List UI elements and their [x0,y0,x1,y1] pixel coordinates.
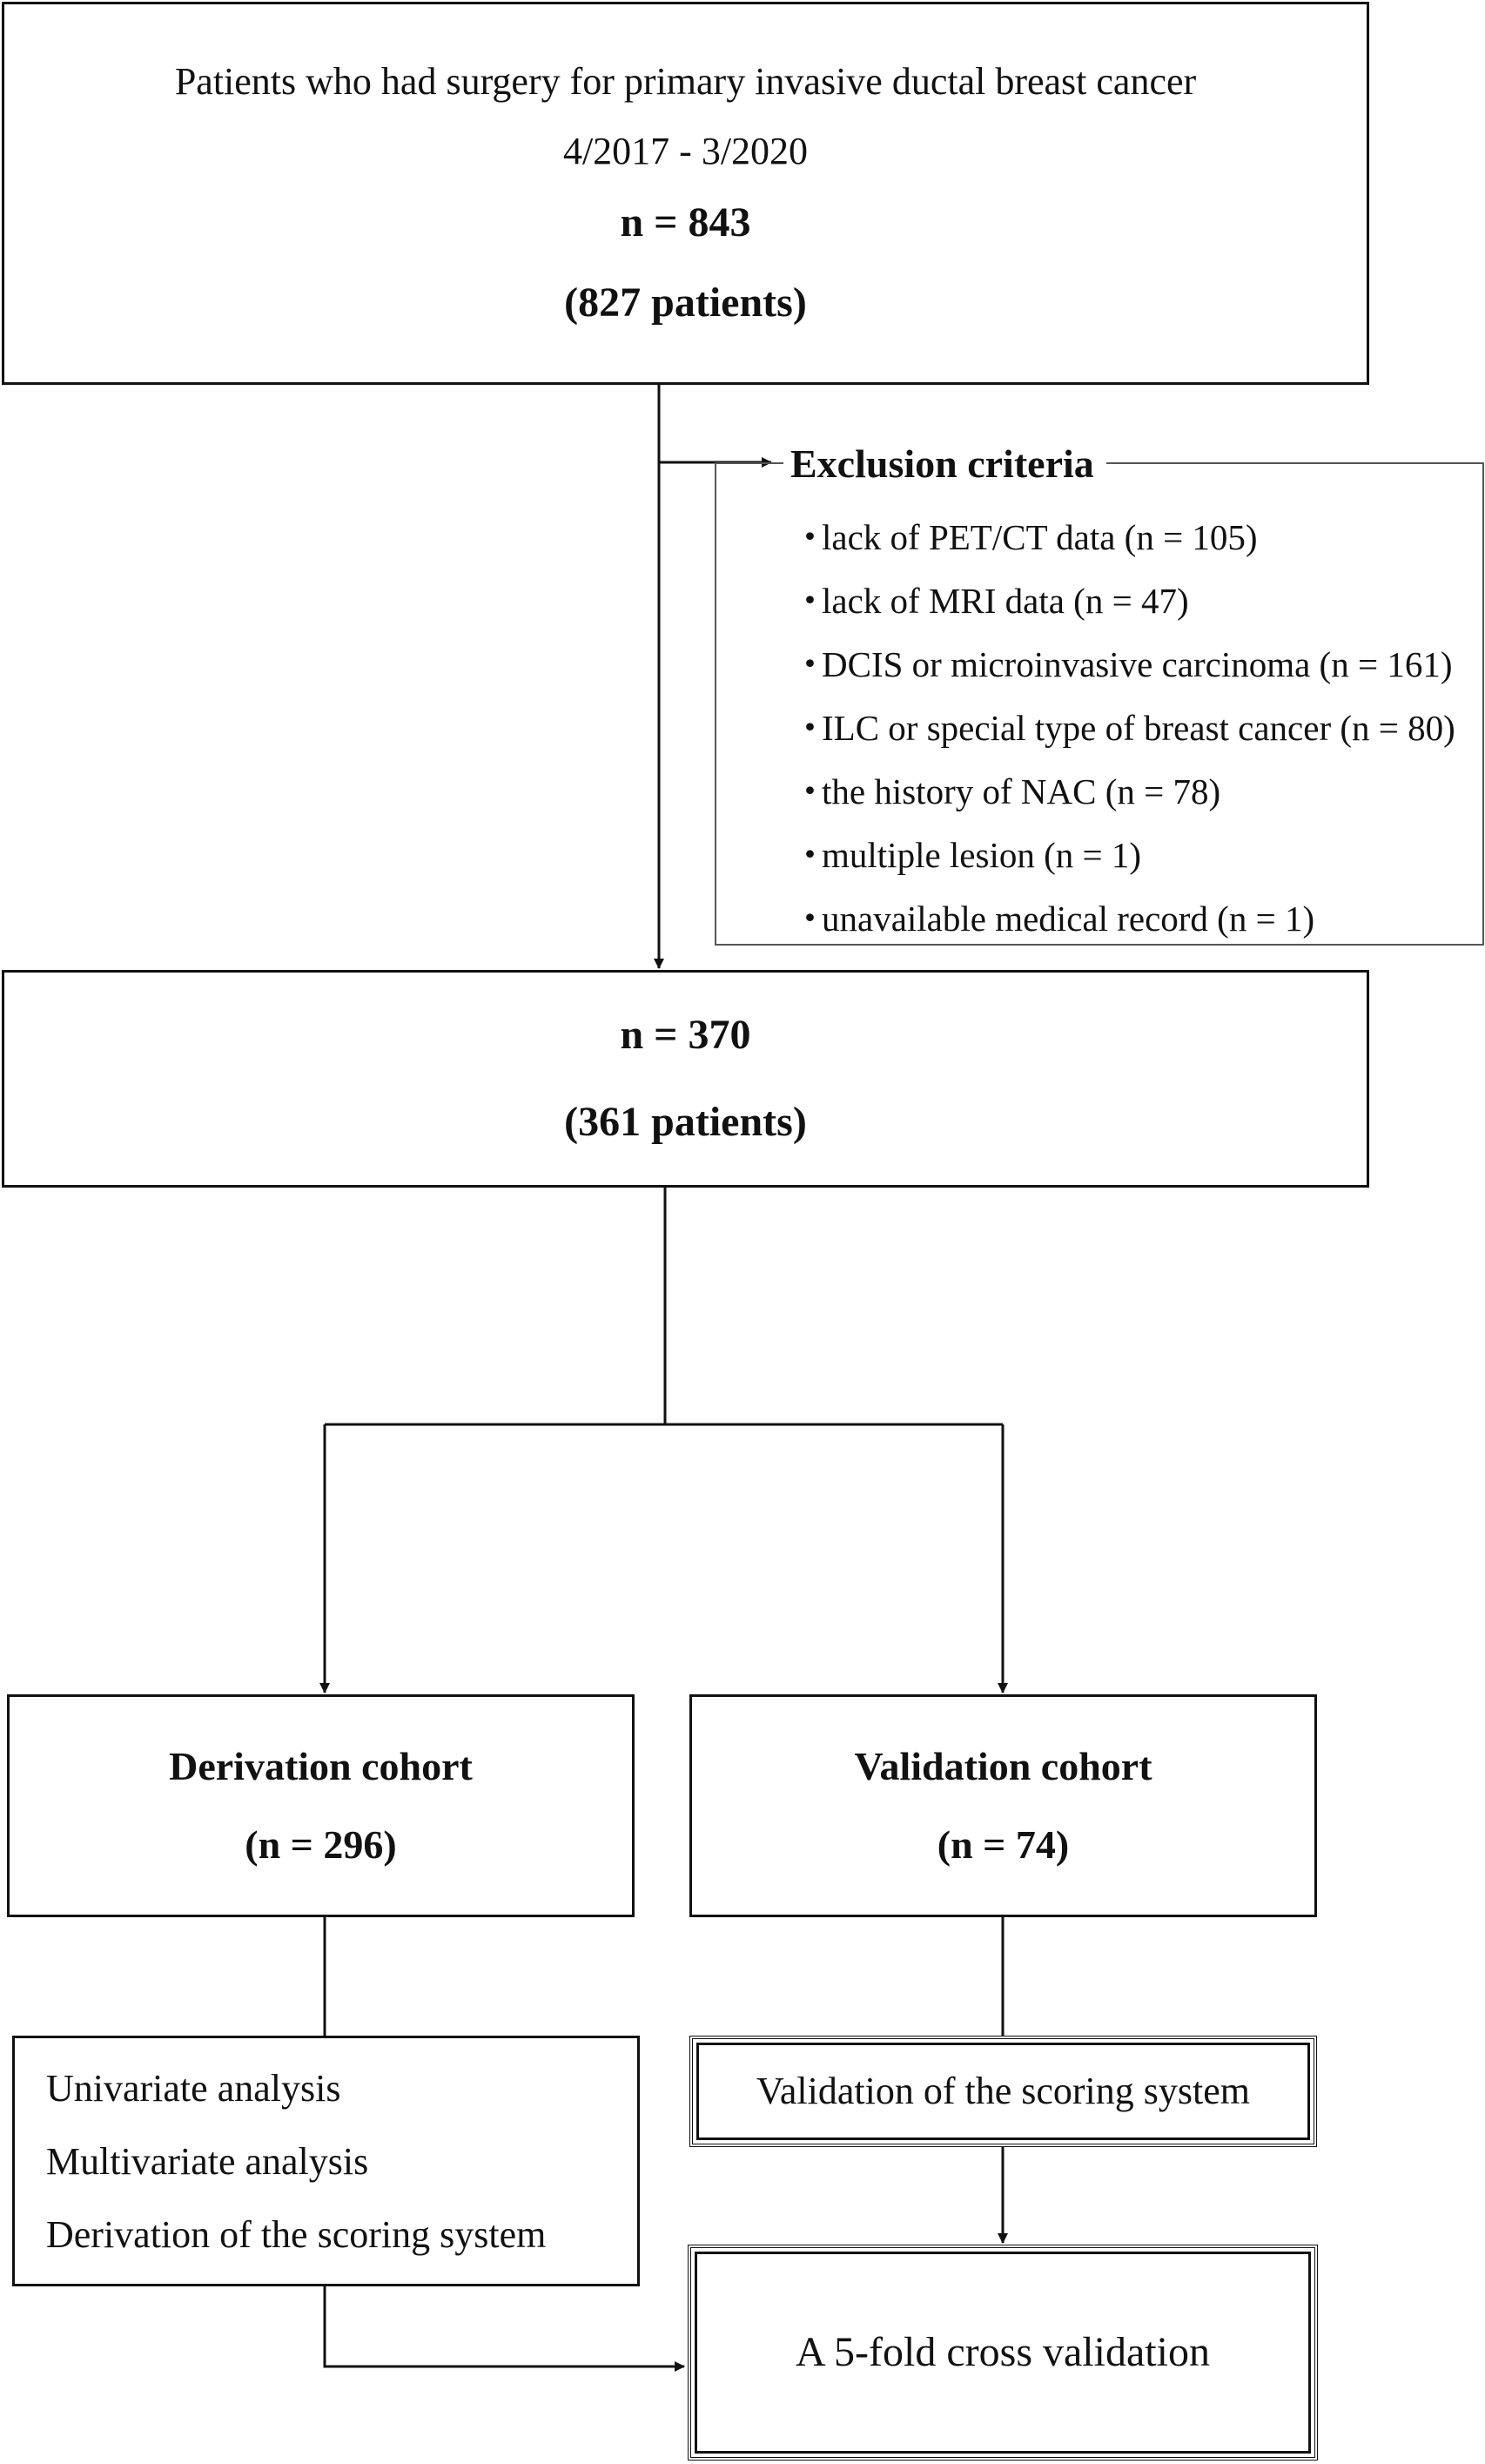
validation-scoring-box: Validation of the scoring system [689,2036,1317,2147]
exclusion-item: ・DCIS or microinvasive carcinoma (n = 16… [792,644,1453,684]
exclusion-item: ・ILC or special type of breast cancer (n… [792,708,1455,748]
exclusion-title: Exclusion criteria [783,441,1106,487]
exclusion-item: ・lack of PET/CT data (n = 105) [792,517,1258,557]
validation-count: (n = 74) [937,1822,1070,1867]
exclusion-item: ・unavailable medical record (n = 1) [792,899,1315,939]
validation-title: Validation cohort [854,1744,1152,1788]
analysis-box: Univariate analysis Multivariate analysi… [12,2036,640,2286]
validation-scoring-label: Validation of the scoring system [756,2070,1250,2112]
included-patients: (361 patients) [564,1099,807,1145]
cross-validation-label: A 5-fold cross validation [796,2329,1210,2375]
start-date-range: 4/2017 - 3/2020 [562,130,809,172]
exclusion-item: ・lack of MRI data (n = 47) [792,581,1189,621]
included-count: n = 370 [620,1012,751,1058]
derivation-cohort-box: Derivation cohort (n = 296) [7,1694,635,1917]
start-box: Patients who had surgery for primary inv… [2,2,1369,385]
analysis-item: Multivariate analysis [46,2140,369,2183]
exclusion-item: ・multiple lesion (n = 1) [792,835,1142,875]
analysis-item: Derivation of the scoring system [46,2213,547,2256]
included-box: n = 370 (361 patients) [2,970,1369,1188]
derivation-count: (n = 296) [245,1822,397,1867]
start-description: Patients who had surgery for primary inv… [174,60,1197,103]
arrow-analysis-to-crossval [323,2286,685,2372]
start-patients: (827 patients) [564,279,807,326]
derivation-title: Derivation cohort [169,1744,473,1788]
analysis-item: Univariate analysis [46,2067,341,2110]
validation-cohort-box: Validation cohort (n = 74) [689,1694,1317,1917]
start-count: n = 843 [620,199,751,246]
exclusion-item: ・the history of NAC (n = 78) [792,771,1221,811]
cross-validation-box: A 5-fold cross validation [688,2245,1318,2461]
